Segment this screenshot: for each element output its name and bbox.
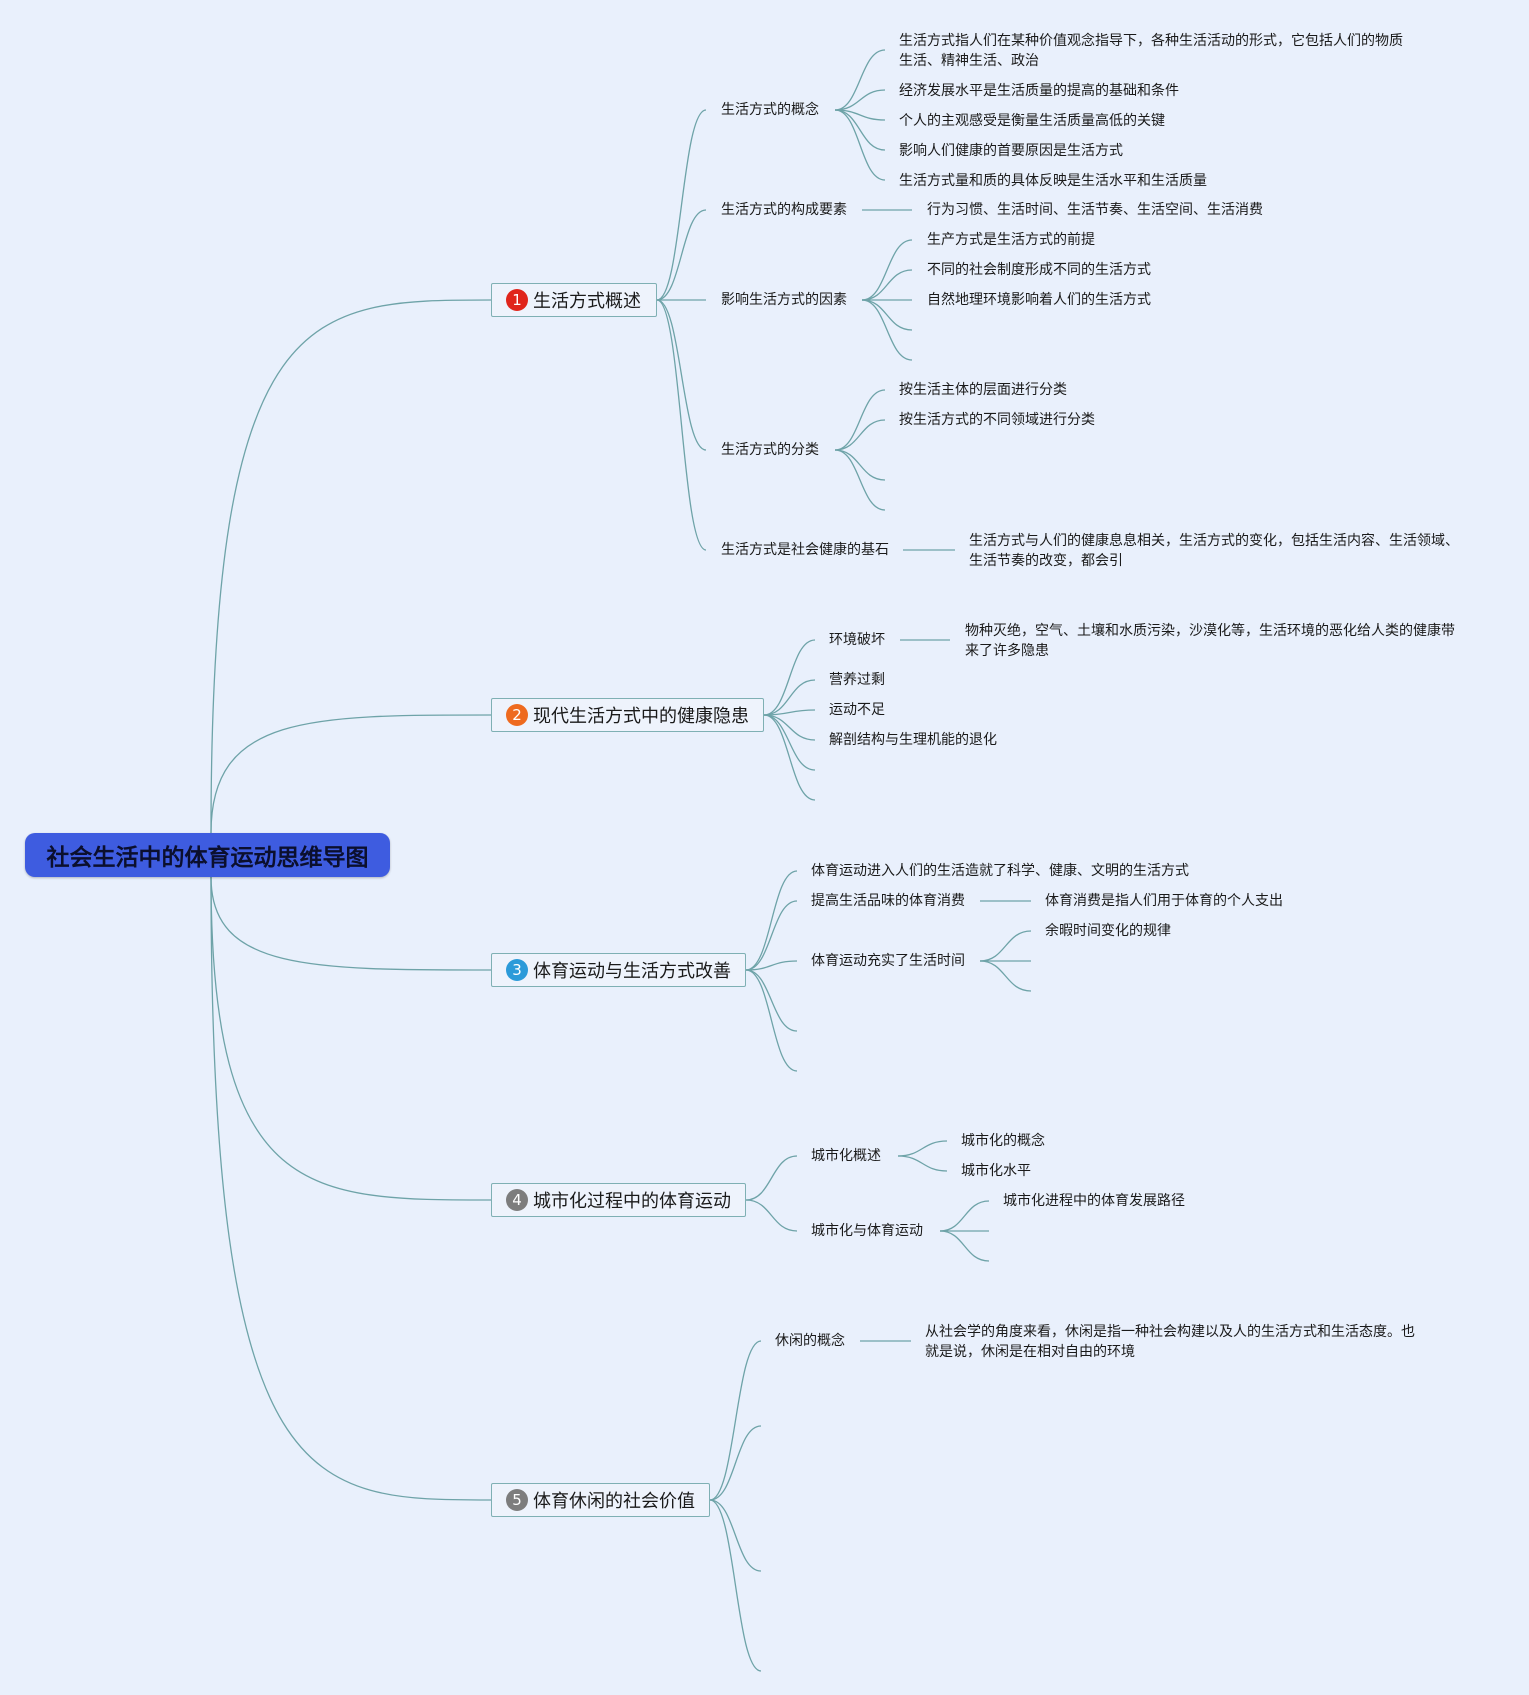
leaf-4-2-1[interactable]: 城市化进程中的体育发展路径 [1003, 1193, 1185, 1209]
connector-3 [210, 876, 492, 1201]
connector-8 [656, 299, 707, 451]
connector-4 [210, 876, 492, 1501]
topic-5-node[interactable]: 5 体育休闲的社会价值 [491, 1483, 710, 1517]
subtopic-2-4[interactable]: 解剖结构与生理机能的退化 [829, 732, 997, 748]
connector-2 [210, 876, 492, 971]
connector-48 [939, 1230, 990, 1262]
topic-3-label: 体育运动与生活方式改善 [533, 961, 731, 982]
connector-51 [709, 1499, 762, 1572]
connector-52 [709, 1499, 762, 1672]
leaf-1-4-2[interactable]: 按生活方式的不同领域进行分类 [899, 412, 1095, 428]
number-4-badge-icon: 4 [506, 1189, 528, 1211]
connector-13 [834, 109, 886, 151]
leaf-4-1-1[interactable]: 城市化的概念 [961, 1133, 1045, 1149]
leaf-2-1-1[interactable]: 物种灭绝，空气、土壤和水质污染，沙漠化等，生活环境的恶化给人类的健康带来了许多隐… [965, 623, 1455, 659]
leaf-1-4-1[interactable]: 按生活主体的层面进行分类 [899, 382, 1067, 398]
subtopic-3-2[interactable]: 提高生活品味的体育消费 [811, 893, 965, 909]
connector-0 [210, 299, 492, 834]
topic-1-node[interactable]: 1 生活方式概述 [491, 283, 657, 317]
topic-4-label: 城市化过程中的体育运动 [533, 1191, 731, 1212]
leaf-1-1-3[interactable]: 个人的主观感受是衡量生活质量高低的关键 [899, 113, 1165, 129]
subtopic-1-1[interactable]: 生活方式的概念 [721, 102, 819, 118]
leaf-4-1-2[interactable]: 城市化水平 [961, 1163, 1031, 1179]
connector-44 [897, 1140, 948, 1157]
leaf-1-3-2[interactable]: 不同的社会制度形成不同的生活方式 [927, 262, 1151, 278]
connector-33 [745, 870, 798, 971]
leaf-3-2-1[interactable]: 体育消费是指人们用于体育的个人支出 [1045, 893, 1283, 909]
connector-37 [745, 969, 798, 1072]
subtopic-3-1[interactable]: 体育运动进入人们的生活造就了科学、健康、文明的生活方式 [811, 863, 1189, 879]
subtopic-4-1[interactable]: 城市化概述 [811, 1148, 881, 1164]
connector-6 [656, 209, 707, 301]
connector-41 [979, 960, 1032, 992]
connector-27 [763, 679, 816, 716]
number-3-badge-icon: 3 [506, 959, 528, 981]
leaf-1-2-1[interactable]: 行为习惯、生活时间、生活节奏、生活空间、生活消费 [927, 202, 1263, 218]
subtopic-5-1[interactable]: 休闲的概念 [775, 1333, 845, 1349]
connector-14 [834, 109, 886, 181]
connector-31 [763, 714, 816, 801]
number-2-badge-icon: 2 [506, 704, 528, 726]
topic-4-node[interactable]: 4 城市化过程中的体育运动 [491, 1183, 746, 1217]
connector-16 [861, 239, 913, 301]
topic-5-label: 体育休闲的社会价值 [533, 1491, 695, 1512]
connector-21 [834, 389, 886, 451]
connector-10 [834, 49, 886, 111]
connector-45 [897, 1155, 948, 1172]
subtopic-2-2[interactable]: 营养过剩 [829, 672, 885, 688]
root-label: 社会生活中的体育运动思维导图 [46, 845, 369, 871]
leaf-1-1-5[interactable]: 生活方式量和质的具体反映是生活水平和生活质量 [899, 173, 1207, 189]
subtopic-2-3[interactable]: 运动不足 [829, 702, 885, 718]
leaf-1-1-2[interactable]: 经济发展水平是生活质量的提高的基础和条件 [899, 83, 1179, 99]
connector-30 [763, 714, 816, 771]
connector-9 [656, 299, 707, 551]
subtopic-1-3[interactable]: 影响生活方式的因素 [721, 292, 847, 308]
leaf-1-1-1[interactable]: 生活方式指人们在某种价值观念指导下，各种生活活动的形式，它包括人们的物质生活、精… [899, 33, 1403, 69]
connector-42 [745, 1155, 798, 1201]
connector-46 [939, 1200, 990, 1232]
topic-2-node[interactable]: 2 现代生活方式中的健康隐患 [491, 698, 764, 732]
connector-39 [979, 930, 1032, 962]
connector-17 [861, 269, 913, 301]
connector-11 [834, 89, 886, 111]
connector-1 [210, 714, 492, 834]
leaf-1-3-3[interactable]: 自然地理环境影响着人们的生活方式 [927, 292, 1151, 308]
topic-3-node[interactable]: 3 体育运动与生活方式改善 [491, 953, 746, 987]
connector-49 [709, 1340, 762, 1501]
connector-43 [745, 1199, 798, 1232]
subtopic-4-2[interactable]: 城市化与体育运动 [811, 1223, 923, 1239]
connector-22 [834, 419, 886, 451]
connector-19 [861, 299, 913, 331]
connector-20 [861, 299, 913, 361]
leaf-1-5-1[interactable]: 生活方式与人们的健康息息相关，生活方式的变化，包括生活内容、生活领域、生活节奏的… [969, 533, 1459, 569]
topic-1-label: 生活方式概述 [533, 291, 641, 312]
connector-34 [745, 900, 798, 971]
leaf-5-1-1[interactable]: 从社会学的角度来看，休闲是指一种社会构建以及人的生活方式和生活态度。也就是说，休… [925, 1324, 1415, 1360]
leaf-3-3-1[interactable]: 余暇时间变化的规律 [1045, 923, 1171, 939]
connector-50 [709, 1425, 762, 1501]
connector-5 [656, 109, 707, 301]
topic-2-label: 现代生活方式中的健康隐患 [533, 706, 749, 727]
leaf-1-3-1[interactable]: 生产方式是生活方式的前提 [927, 232, 1095, 248]
subtopic-2-1[interactable]: 环境破坏 [829, 632, 885, 648]
connector-36 [745, 969, 798, 1032]
subtopic-1-4[interactable]: 生活方式的分类 [721, 442, 819, 458]
connector-23 [834, 449, 886, 481]
subtopic-1-5[interactable]: 生活方式是社会健康的基石 [721, 542, 889, 558]
subtopic-3-3[interactable]: 体育运动充实了生活时间 [811, 953, 965, 969]
leaf-1-1-4[interactable]: 影响人们健康的首要原因是生活方式 [899, 143, 1123, 159]
number-5-badge-icon: 5 [506, 1489, 528, 1511]
connector-26 [763, 639, 816, 716]
connector-24 [834, 449, 886, 511]
number-1-badge-icon: 1 [506, 289, 528, 311]
root-node[interactable]: 社会生活中的体育运动思维导图 [25, 833, 390, 877]
subtopic-1-2[interactable]: 生活方式的构成要素 [721, 202, 847, 218]
connector-35 [745, 960, 798, 971]
